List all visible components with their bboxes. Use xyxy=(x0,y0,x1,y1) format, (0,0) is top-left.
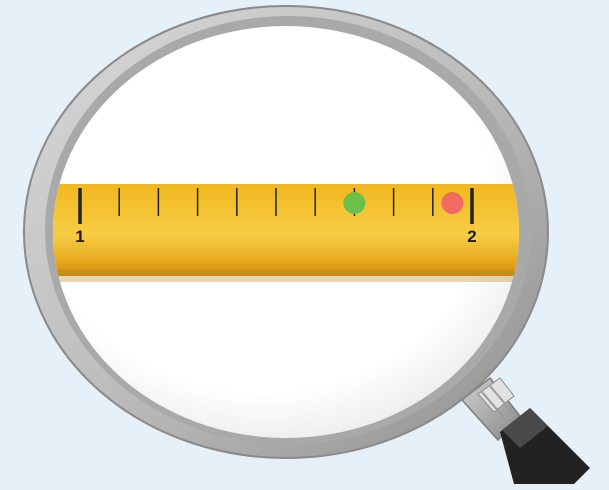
red-dot xyxy=(441,192,463,214)
ruler-label-start: 1 xyxy=(75,227,84,246)
tape-body xyxy=(40,184,540,276)
ruler-label-end: 2 xyxy=(467,227,476,246)
tape-shadow xyxy=(40,270,540,282)
tape-measure: 1 2 xyxy=(40,184,540,282)
magnifier-handle xyxy=(462,378,590,484)
green-dot xyxy=(343,192,365,214)
